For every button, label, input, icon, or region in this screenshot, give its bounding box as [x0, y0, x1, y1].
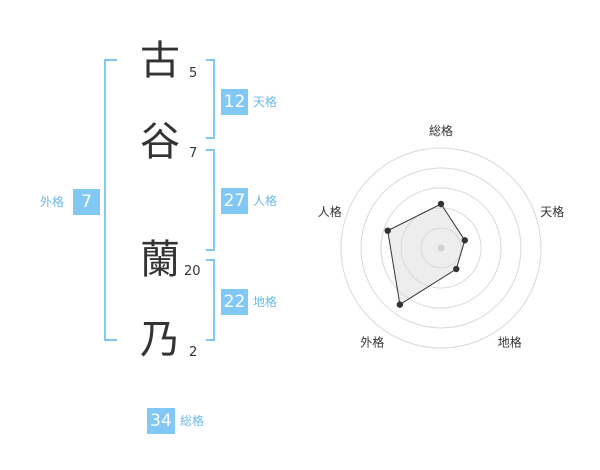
name-char-2: 谷 [140, 119, 180, 165]
radar-center-dot [437, 244, 445, 252]
chikaku-bracket [206, 259, 215, 341]
gaikaku-value: 7 [73, 189, 100, 215]
name-char-1: 古 [140, 38, 180, 84]
radar-point-5 [384, 227, 391, 234]
radar-point-1 [437, 200, 445, 208]
name-char-3: 蘭 [140, 237, 180, 283]
name-char-4: 乃 [140, 317, 180, 363]
radar-axis-label-5: 人格 [318, 204, 342, 219]
radar-point-3 [453, 265, 460, 273]
gaikaku-label: 外格 [40, 195, 65, 209]
radar-ring-4 [360, 167, 522, 329]
tenkaku-label: 天格 [253, 95, 278, 109]
stroke-count-2: 7 [189, 146, 198, 161]
radar-point-4 [396, 301, 404, 308]
chikaku-label: 地格 [253, 295, 278, 309]
jinkaku-value: 27 [221, 188, 248, 214]
gaikaku-bracket [104, 59, 117, 341]
radar-ring-3 [380, 187, 502, 309]
soukaku-value: 34 [147, 408, 175, 434]
radar-axis-label-3: 地格 [498, 335, 522, 350]
stroke-count-4: 2 [189, 345, 198, 360]
radar-axis-label-4: 外格 [360, 335, 384, 350]
radar-point-2 [461, 237, 468, 244]
tenkaku-bracket [206, 59, 215, 139]
tenkaku-value: 12 [221, 89, 248, 115]
radar-ring-2 [400, 207, 482, 289]
soukaku-label: 総格 [180, 414, 205, 428]
chikaku-value: 22 [221, 289, 248, 315]
radar-ring-5 [340, 147, 542, 349]
radar-ring-1 [420, 227, 462, 269]
radar-value-polygon [387, 203, 466, 306]
jinkaku-label: 人格 [253, 194, 278, 208]
radar-axis-label-1: 総格 [429, 123, 453, 138]
stroke-count-3: 20 [184, 264, 201, 279]
radar-axis-label-2: 天格 [540, 204, 564, 219]
stroke-count-1: 5 [189, 66, 198, 81]
jinkaku-bracket [206, 149, 215, 251]
